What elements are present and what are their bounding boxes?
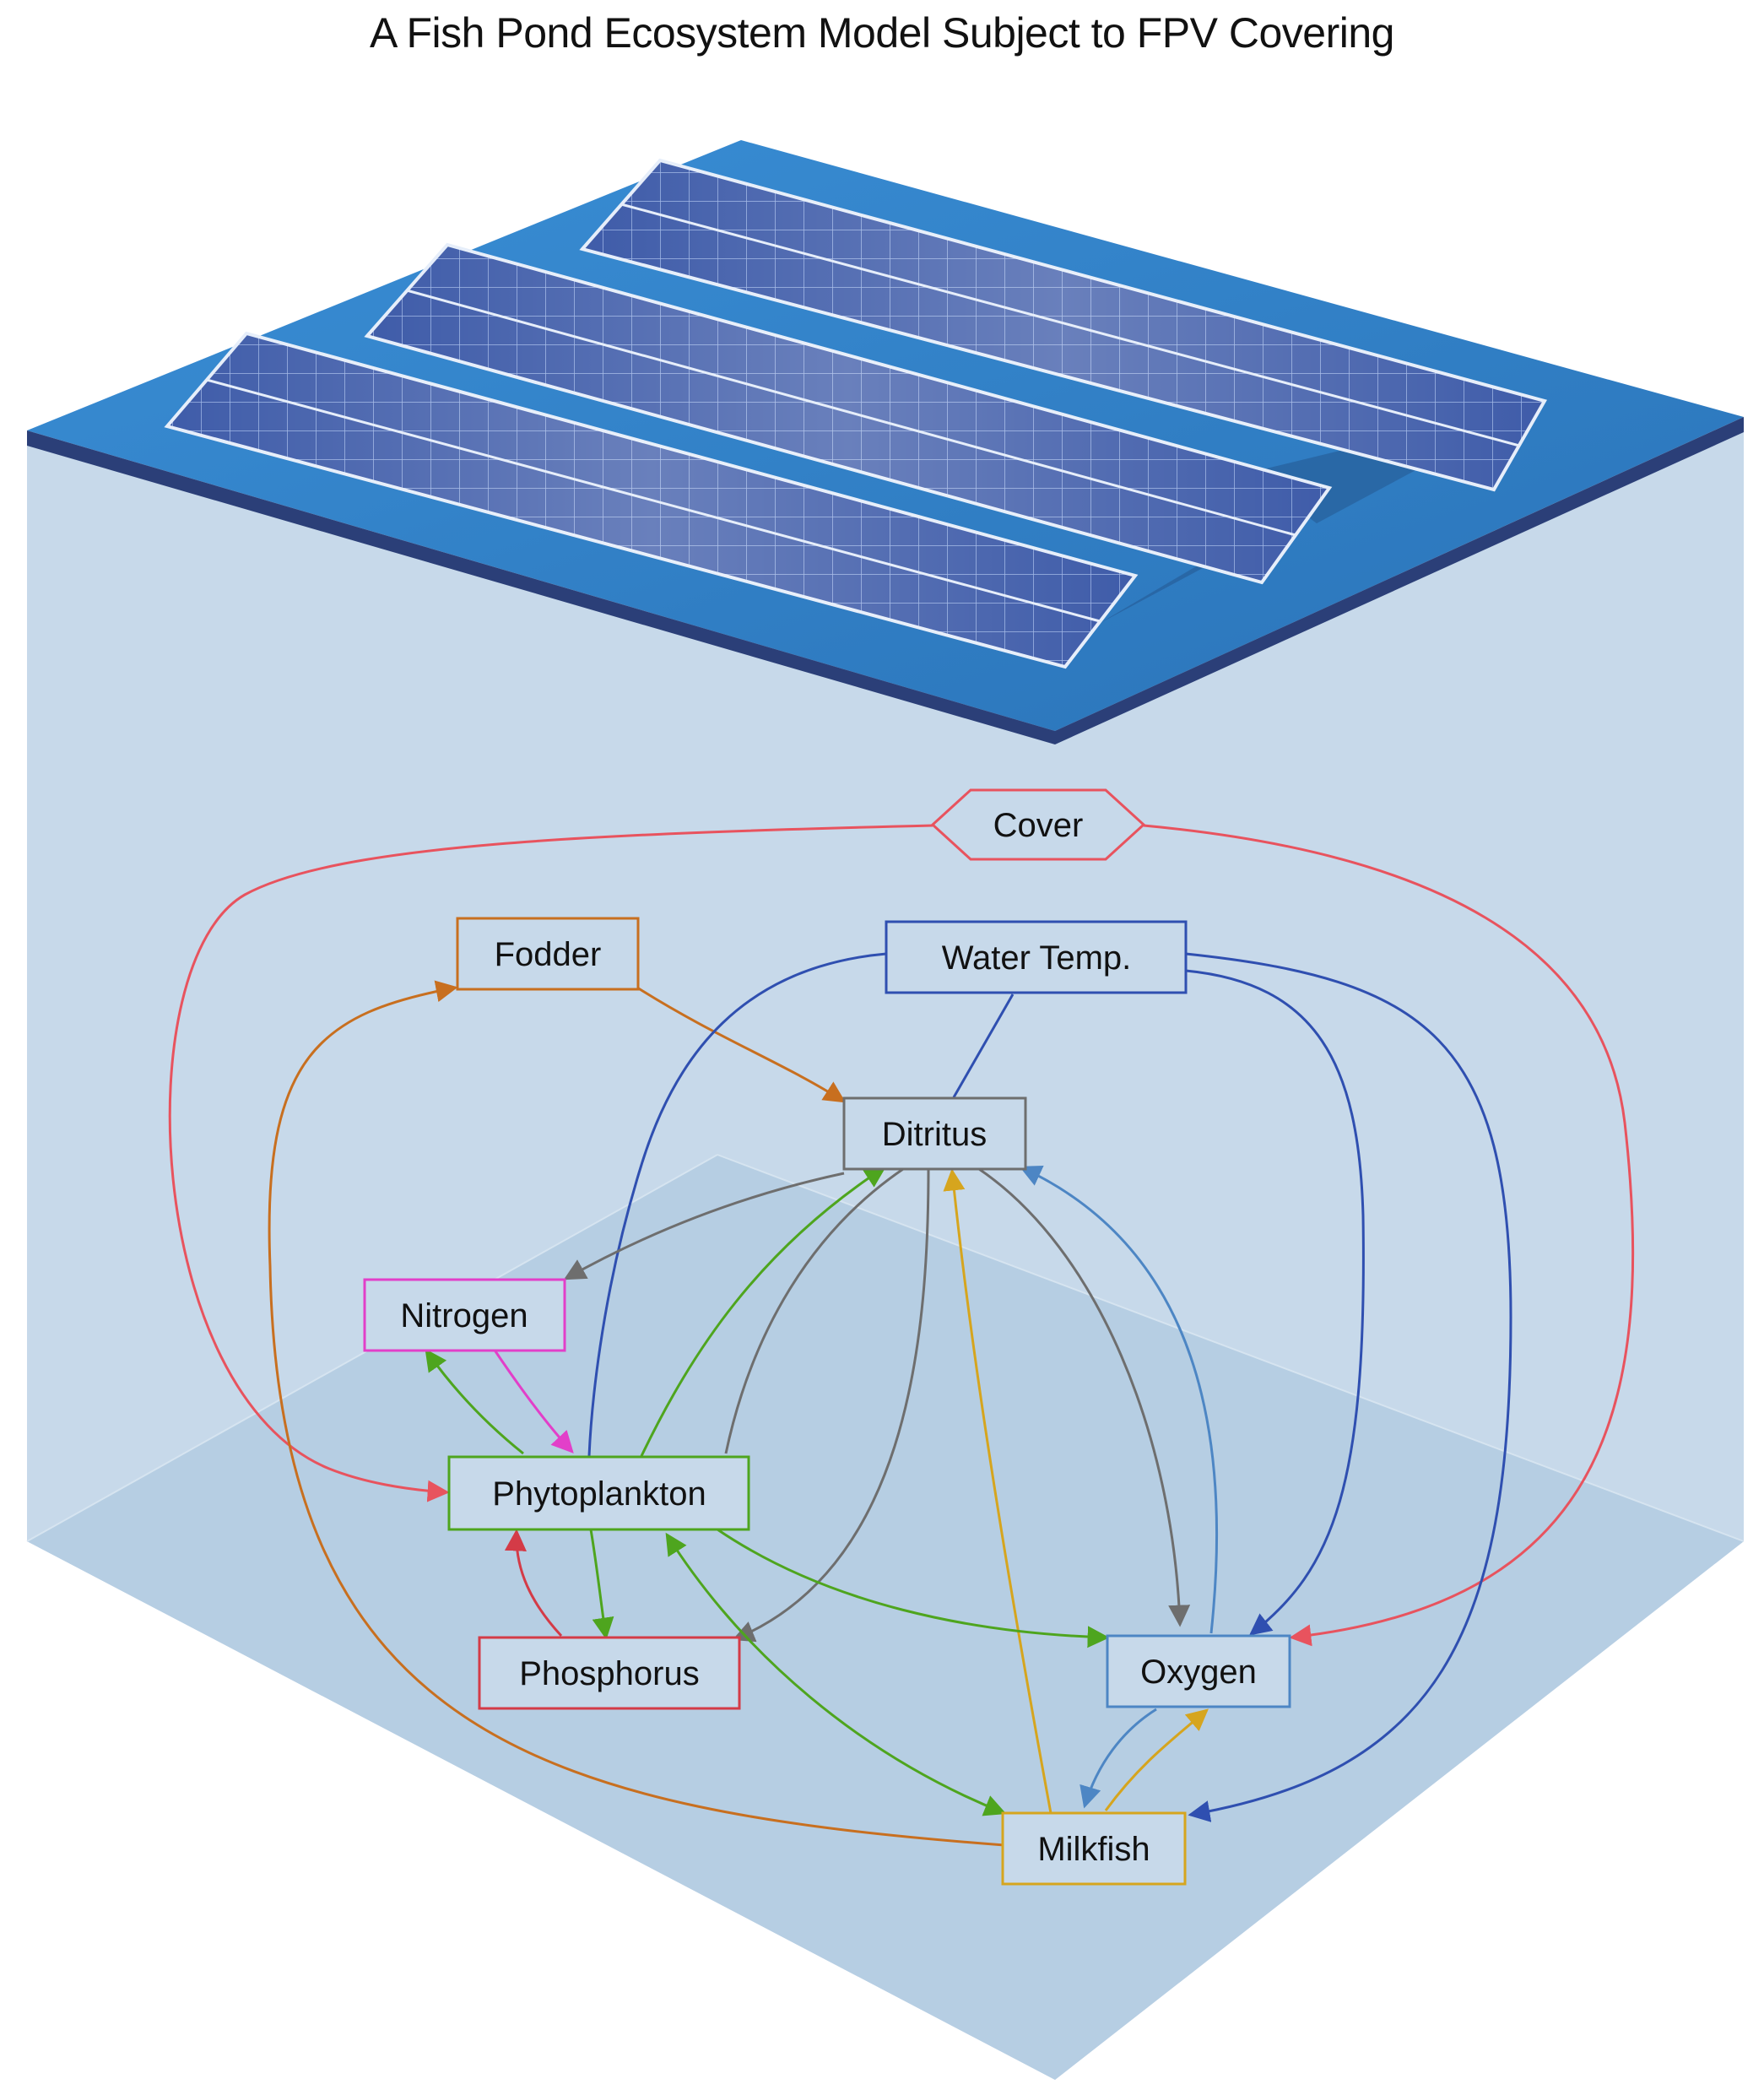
edge-ditritus-oxygen (978, 1167, 1191, 1627)
edge-cover-phytoplankton (168, 824, 933, 1502)
node-water-temp[interactable]: Water Temp. (885, 920, 1188, 994)
edge-fodder-ditritus (636, 986, 847, 1103)
edge-milkfish-ditritus (943, 1168, 1052, 1814)
edge-nitrogen-phytoplankton (492, 1348, 574, 1454)
edge-phosphorus-phytoplankton (505, 1529, 563, 1638)
edge-watertemp-oxygen (1185, 969, 1365, 1636)
edge-phytoplankton-nitrogen (425, 1348, 524, 1455)
node-phytoplankton[interactable]: Phytoplankton (447, 1455, 750, 1531)
edge-ditritus-nitrogen (563, 1172, 845, 1280)
node-milkfish[interactable]: Milkfish (1001, 1811, 1187, 1886)
node-nitrogen[interactable]: Nitrogen (363, 1278, 566, 1352)
node-oxygen[interactable]: Oxygen (1106, 1634, 1291, 1708)
solar-panel-front (164, 331, 1139, 669)
node-phosphorus[interactable]: Phosphorus (478, 1636, 741, 1710)
edge-cover-oxygen (1143, 824, 1635, 1647)
node-cover-label: Cover (993, 807, 1084, 844)
edge-oxygen-ditritus (1019, 1166, 1219, 1634)
node-ditritus[interactable]: Ditritus (842, 1096, 1027, 1171)
node-nitrogen-label: Nitrogen (400, 1297, 528, 1334)
diagram-edges (168, 824, 1635, 1847)
node-cover[interactable]: Cover (930, 788, 1146, 861)
solar-panel-back (579, 158, 1548, 523)
diagram-nodes: Cover Fodder Water Temp. Ditritus Nitrog… (363, 788, 1291, 1886)
node-phytoplankton-label: Phytoplankton (492, 1475, 706, 1513)
node-ditritus-label: Ditritus (882, 1116, 987, 1153)
edge-watertemp-ditritus (952, 993, 1015, 1098)
edge-watertemp-milkfish (1185, 952, 1512, 1822)
edge-oxygen-milkfish (1080, 1708, 1157, 1809)
node-milkfish-label: Milkfish (1037, 1831, 1150, 1868)
node-fodder[interactable]: Fodder (456, 917, 640, 991)
edge-phytoplankton-ditritus (640, 1166, 887, 1457)
solar-panel-middle (364, 242, 1333, 625)
edge-watertemp-phytoplankton (587, 952, 887, 1457)
edge-ditritus-phytoplankton (724, 1167, 904, 1454)
diagram-title: A Fish Pond Ecosystem Model Subject to F… (370, 9, 1394, 57)
node-oxygen-label: Oxygen (1140, 1654, 1257, 1691)
node-fodder-label: Fodder (495, 936, 602, 973)
edge-phytoplankton-phosphorus (589, 1529, 614, 1640)
node-water-temp-label: Water Temp. (942, 939, 1132, 977)
edge-milkfish-oxygen (1104, 1708, 1209, 1811)
edge-phytoplankton-milkfish (665, 1532, 1007, 1816)
node-phosphorus-label: Phosphorus (519, 1655, 699, 1692)
solar-panel-array (164, 158, 1548, 669)
